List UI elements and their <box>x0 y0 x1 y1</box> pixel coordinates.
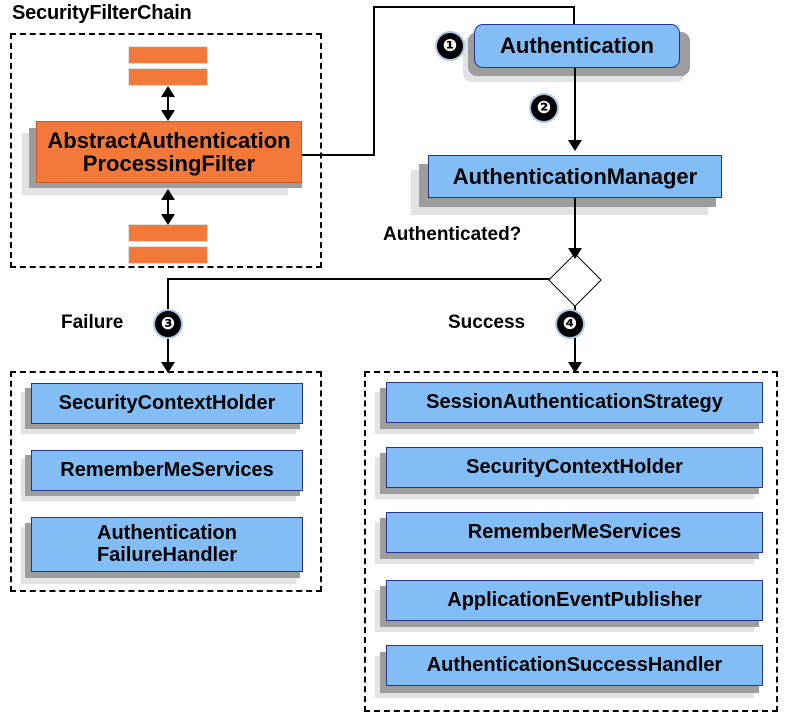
failure-item-1[interactable]: SecurityContextHolder <box>31 383 303 424</box>
success-item-5-label: AuthenticationSuccessHandler <box>426 653 723 676</box>
failure-branch-arrow <box>161 362 175 373</box>
failure-item-3-label-line1: Authentication <box>97 522 237 545</box>
success-branch-arrow <box>568 362 582 373</box>
success-item-3-label: RememberMeServices <box>467 520 682 543</box>
filter-bar-4 <box>128 246 208 264</box>
badge-4: ❹ <box>557 311 583 337</box>
success-item-4[interactable]: ApplicationEventPublisher <box>386 580 763 621</box>
auth-to-manager-arrow <box>568 140 582 151</box>
filter-to-auth-segment-v2 <box>573 6 575 28</box>
filter-bar-2 <box>128 68 208 86</box>
filter-bar-3 <box>128 224 208 242</box>
badge-2: ❷ <box>531 95 557 121</box>
authenticated-decision-diamond <box>548 253 602 307</box>
badge-1: ❶ <box>437 33 463 59</box>
success-item-2-label: SecurityContextHolder <box>466 455 683 478</box>
success-item-1-label: SessionAuthenticationStrategy <box>426 390 723 413</box>
success-item-5[interactable]: AuthenticationSuccessHandler <box>386 645 763 686</box>
filter-link-bottom-line <box>167 196 169 220</box>
failure-item-2[interactable]: RememberMeServices <box>31 450 303 491</box>
abstract-authentication-processing-filter-node[interactable]: AbstractAuthentication ProcessingFilter <box>36 121 302 183</box>
authentication-node[interactable]: Authentication <box>474 24 680 68</box>
filter-link-top-arrow-up <box>161 86 175 97</box>
authentication-node-label: Authentication <box>500 33 654 59</box>
badge-3: ❸ <box>155 311 181 337</box>
filter-to-auth-segment-v1 <box>373 6 375 156</box>
filter-node-label: AbstractAuthentication ProcessingFilter <box>37 129 301 176</box>
failure-item-3[interactable]: Authentication FailureHandler <box>31 517 303 572</box>
filter-to-auth-segment-h2 <box>373 6 575 8</box>
security-filter-chain-title: SecurityFilterChain <box>12 2 192 24</box>
authenticated-question-label: Authenticated? <box>383 224 522 245</box>
success-item-2[interactable]: SecurityContextHolder <box>386 447 763 488</box>
filter-link-bottom-arrow-up <box>161 189 175 200</box>
auth-to-manager-line <box>574 68 576 144</box>
success-item-1[interactable]: SessionAuthenticationStrategy <box>386 382 763 423</box>
failure-item-1-label: SecurityContextHolder <box>58 391 276 414</box>
filter-link-top-arrow-down <box>161 110 175 121</box>
authentication-manager-label: AuthenticationManager <box>452 163 698 189</box>
filter-node-label-line1: AbstractAuthentication <box>47 127 291 153</box>
manager-to-decision-line <box>574 198 576 252</box>
failure-item-3-label: Authentication FailureHandler <box>32 523 302 565</box>
authentication-manager-node[interactable]: AuthenticationManager <box>428 155 722 198</box>
filter-bar-1 <box>128 46 208 64</box>
filter-to-auth-segment-h1 <box>302 154 375 156</box>
filter-link-top-line <box>167 93 169 115</box>
success-item-3[interactable]: RememberMeServices <box>386 512 763 553</box>
failure-branch-line-h <box>167 278 550 280</box>
failure-label: Failure <box>61 312 124 333</box>
success-label: Success <box>448 312 526 333</box>
success-item-4-label: ApplicationEventPublisher <box>447 588 702 611</box>
security-filter-chain-group <box>10 33 322 268</box>
failure-item-2-label: RememberMeServices <box>60 458 274 481</box>
failure-item-3-label-line2: FailureHandler <box>96 543 238 566</box>
manager-to-decision-arrow <box>568 248 582 259</box>
filter-node-label-line2: ProcessingFilter <box>82 151 256 176</box>
filter-link-bottom-arrow-down <box>161 214 175 225</box>
